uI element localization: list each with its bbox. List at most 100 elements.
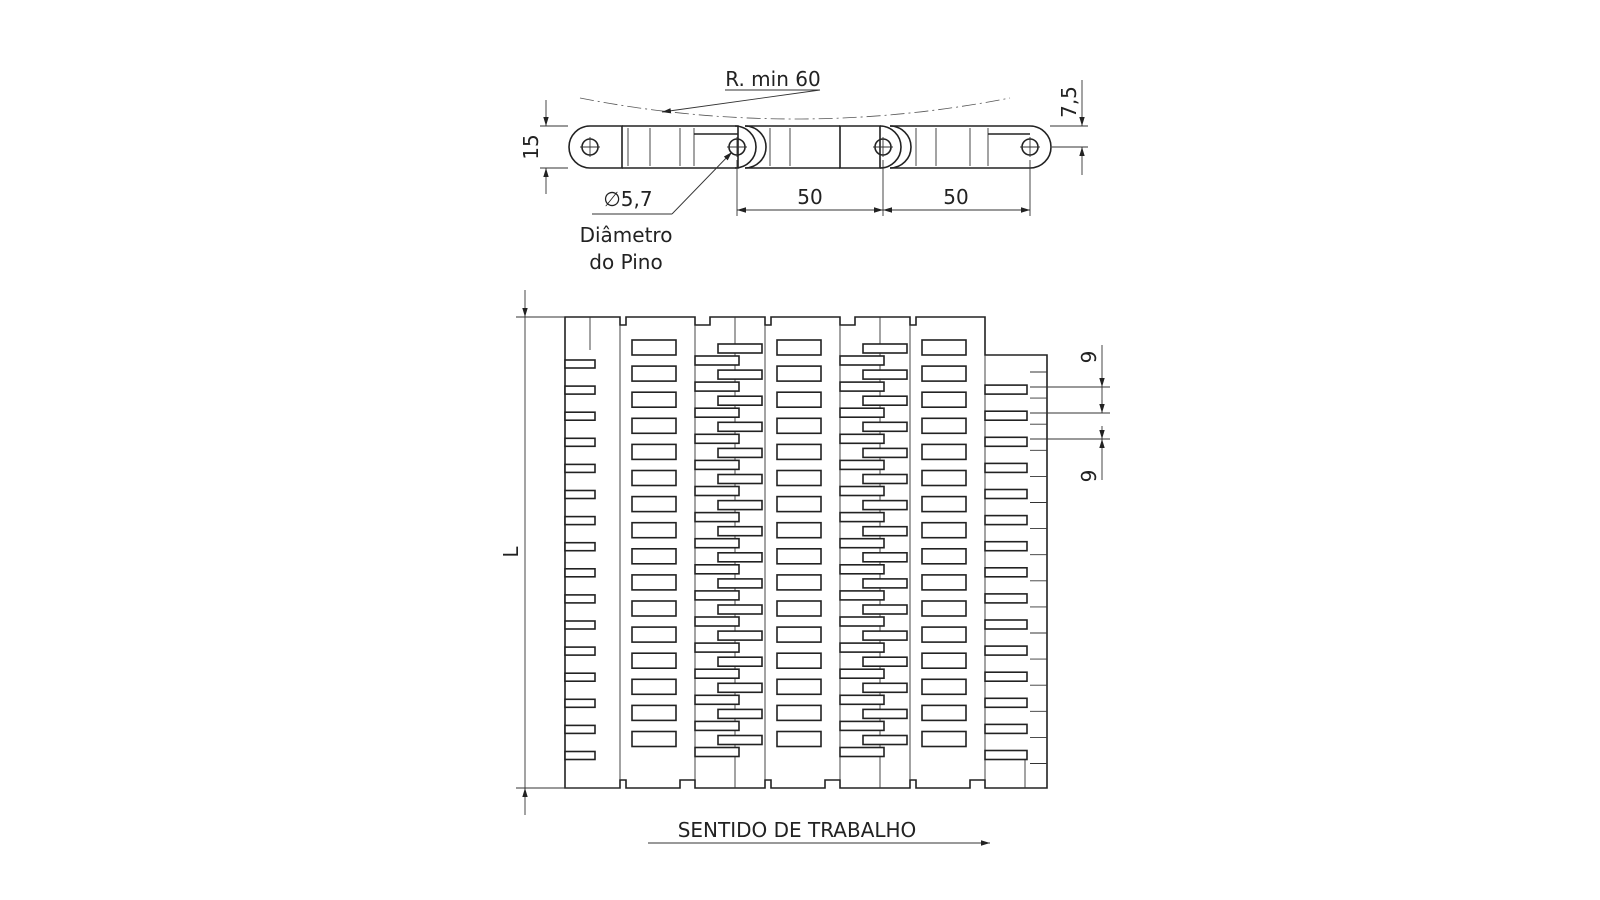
edge-slot [564,646,596,656]
module-slot [631,704,677,722]
module-slot [631,417,677,435]
module-slot [631,574,677,591]
side-view: R. min 60 [519,67,1088,274]
module-slot [921,652,967,670]
hinge-finger [717,343,763,354]
pin-caption-line-2: do Pino [589,250,662,274]
module-slot [921,600,967,617]
hinge-finger [862,421,908,433]
module-slot [921,704,967,722]
edge-slot [984,645,1028,656]
hinge-finger [862,682,908,694]
hinge-finger [717,734,763,746]
edge-slot [564,359,596,369]
hinge-finger [862,447,908,459]
hinge-finger [862,734,908,746]
hinge-finger [717,656,763,668]
thickness-label: 15 [519,134,543,159]
direction-label: SENTIDO DE TRABALHO [678,818,917,842]
module-slot [921,547,967,565]
hinge-finger [717,421,763,433]
module-slot [776,417,822,435]
edge-slot [984,540,1028,552]
hinge-finger [717,682,763,694]
pitch-1-label: 50 [797,185,822,209]
hinge-finger [694,720,740,732]
module-slot [921,574,967,591]
edge-slot [984,723,1028,735]
module-slot [921,417,967,435]
hinge-finger [862,578,908,589]
hinge-finger [694,511,740,523]
hinge-finger [717,578,763,589]
hinge-finger [839,616,885,627]
hinge-finger [717,395,763,407]
module-slot [776,704,822,722]
hinge-finger [694,746,740,758]
hinge-finger [862,499,908,511]
edge-slot [564,750,596,761]
hinge-lines [1030,371,1047,764]
edge-slot [984,566,1028,578]
edge-slot [564,411,596,422]
edge-slot [564,620,596,630]
module-link-2 [734,125,912,169]
hinge-finger [717,604,763,615]
edge-slot [984,671,1028,683]
top-view: L 9 9 SENTIDO DE TRABALHO [499,290,1110,846]
hinge-finger [862,551,908,563]
rib-spacing-top-label: 9 [1077,351,1101,364]
module-slot [776,365,822,382]
module-slot [631,339,677,356]
hinge-finger [862,525,908,537]
edge-slot [984,488,1028,500]
module-slot [921,391,967,409]
edge-slot [564,541,596,552]
module-slot [631,678,677,696]
edge-slot [984,593,1028,604]
module-slot [921,339,967,356]
hinge-finger [717,551,763,563]
module-slot [776,730,822,748]
radius-leader [661,89,821,114]
hinge-finger [839,485,885,497]
hinge-finger [694,694,740,706]
module-slot [921,730,967,748]
hinge-finger [839,746,885,758]
module-slot [921,469,967,487]
edge-slot [564,724,596,735]
hinge-finger [862,395,908,407]
hinge-finger [694,668,740,680]
hinge-finger [839,668,885,680]
hinge-finger [694,407,740,419]
length-label: L [499,546,523,558]
module-link-3 [890,125,1052,169]
hinge-finger [694,433,740,445]
edge-slot [564,385,596,395]
module-slot [631,469,677,487]
module-slot [921,521,967,539]
hinge-finger [839,590,885,601]
hinge-finger [839,355,885,366]
pin-diameter-label: ∅5,7 [603,187,652,211]
radius-arc [579,97,1011,120]
hinge-finger [839,694,885,706]
hinge-finger [839,381,885,392]
hinge-finger [839,720,885,732]
hinge-finger [694,563,740,575]
slot-rows [564,339,1028,761]
hinge-finger [839,642,885,653]
hinge-finger [717,447,763,459]
module-slot [921,678,967,696]
hinge-finger [839,563,885,575]
edge-slot [564,567,596,578]
edge-slot [984,384,1028,395]
module-slot [921,495,967,513]
module-slot [631,547,677,565]
module-slot [631,521,677,539]
hinge-finger [717,708,763,720]
hinge-finger [717,525,763,537]
offset-label: 7,5 [1057,86,1081,118]
edge-slot [984,749,1028,761]
module-slot [776,495,822,513]
